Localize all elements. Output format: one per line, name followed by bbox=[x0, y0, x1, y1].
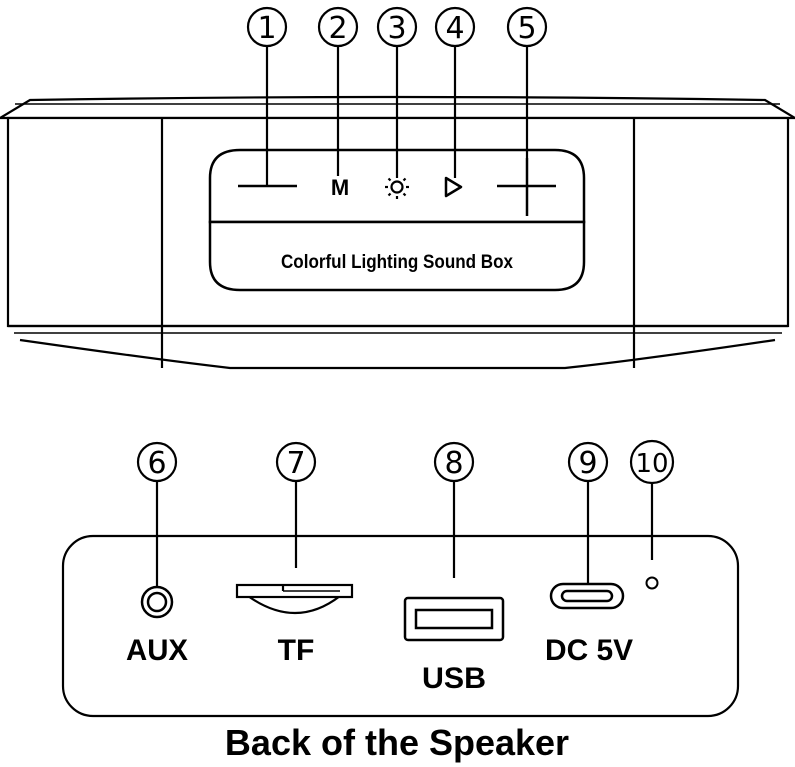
back-panel bbox=[61, 534, 740, 718]
product-name-label: Colorful Lighting Sound Box bbox=[281, 252, 513, 273]
volume-up-button bbox=[497, 158, 556, 216]
callout-number-5: 5 bbox=[517, 11, 536, 46]
callout-number-10: 10 bbox=[635, 449, 668, 479]
dc-5v-label: DC 5V bbox=[545, 634, 633, 667]
indicator-light bbox=[645, 576, 659, 590]
mode-button: M bbox=[331, 175, 349, 200]
usb-label: USB bbox=[422, 662, 486, 695]
callout-number-3: 3 bbox=[387, 11, 406, 46]
sun-icon bbox=[385, 175, 409, 199]
callout-number-1: 1 bbox=[257, 11, 276, 46]
control-panel bbox=[208, 148, 586, 292]
front-callout-numbers: 1 2 3 4 5 bbox=[257, 11, 536, 46]
front-callouts bbox=[246, 6, 548, 186]
back-callout-numbers: 6 7 8 9 10 bbox=[147, 446, 668, 481]
light-button bbox=[385, 175, 409, 199]
callout-number-7: 7 bbox=[286, 446, 305, 481]
tf-label: TF bbox=[278, 634, 315, 667]
callout-number-4: 4 bbox=[445, 11, 464, 46]
callout-number-2: 2 bbox=[328, 11, 347, 46]
aux-label: AUX bbox=[126, 634, 188, 667]
callout-number-6: 6 bbox=[147, 446, 166, 481]
play-pause-button bbox=[444, 176, 463, 198]
back-callouts bbox=[136, 439, 675, 587]
usb-port bbox=[403, 596, 505, 642]
plus-icon bbox=[497, 158, 556, 216]
callout-number-8: 8 bbox=[444, 446, 463, 481]
caption: Back of the Speaker bbox=[225, 722, 569, 763]
mode-icon: M bbox=[331, 175, 349, 200]
tf-card-slot bbox=[235, 583, 354, 614]
play-icon bbox=[444, 176, 463, 198]
callout-number-9: 9 bbox=[578, 446, 597, 481]
